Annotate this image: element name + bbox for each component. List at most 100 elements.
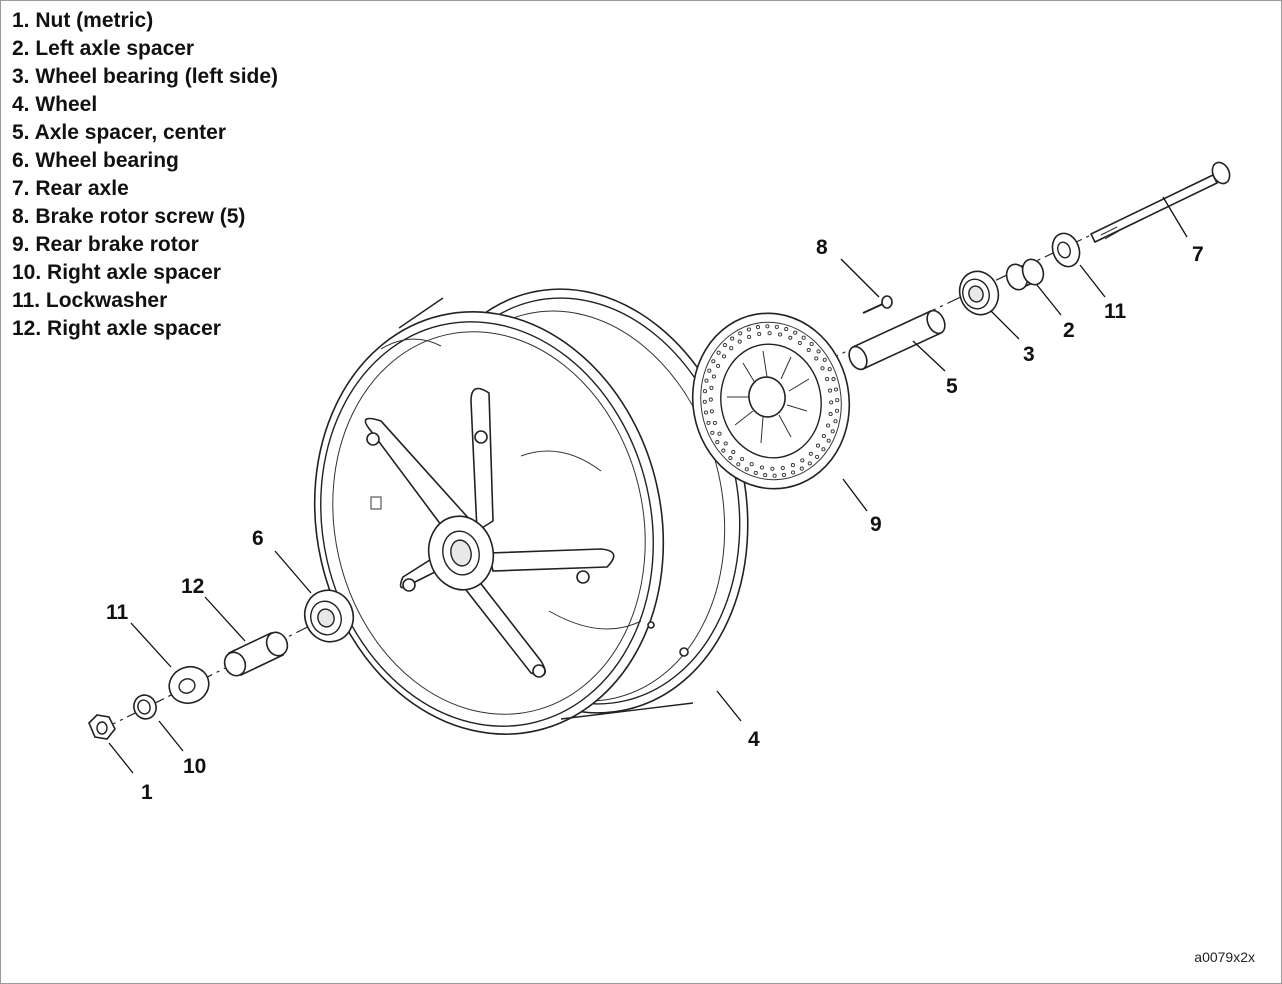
rotor-hole [790,463,795,468]
rotor-hole [711,374,716,379]
rotor-hole [763,473,768,478]
rotor-hole [833,419,838,424]
rotor-hole [833,387,839,392]
rotor-hole [729,346,734,351]
legend-item-lockwasher: 11. Lockwasher [12,289,168,312]
lockwasher-left [168,665,210,705]
rotor-hole [747,334,752,339]
legend-item-axle-spacer-center: 5. Axle spacer, center [12,121,227,144]
rotor-hole [765,324,770,329]
rotor-hole [800,458,805,463]
rotor-hole [815,454,820,459]
rotor-hole [788,335,793,340]
leader-lines [108,196,1188,774]
rotor-hole [781,472,787,477]
axle-spacer-center [848,309,946,371]
rotor-hole [731,449,736,455]
rotor-hole [728,455,733,461]
rotor-hole [835,398,840,403]
rotor-hole [827,367,832,372]
legend-item-right-axle-spacer-2: 12. Right axle spacer [12,317,221,340]
callout-7: 7 [1192,243,1204,266]
rotor-hole [815,443,821,448]
rotor-hole [808,451,813,456]
legend-item-rear-axle: 7. Rear axle [12,177,129,200]
rotor-hole [722,343,727,348]
rotor-hole [704,378,709,383]
legend-item-wheel-bearing: 6. Wheel bearing [12,149,179,172]
legend-item-right-axle-spacer: 10. Right axle spacer [12,261,221,284]
rotor-hole [716,363,721,368]
rotor-hole [749,462,754,467]
legend-item-rear-brake-rotor: 9. Rear brake rotor [12,233,199,256]
legend-item-wheel: 4. Wheel [12,93,98,116]
rotor-hole [822,357,827,362]
wheel-bearing-left [958,270,1000,316]
rotor-hole [793,330,798,335]
rotor-hole [702,399,707,404]
rear-axle [1089,161,1231,244]
rear-brake-rotor [691,312,851,490]
rotor-hole [759,465,764,470]
rotor-hole [721,448,726,453]
rotor-hole [831,377,836,382]
rotor-hole [738,331,743,336]
callout-9: 9 [870,513,882,536]
rotor-hole [814,356,819,361]
legend-item-brake-rotor-screw: 8. Brake rotor screw (5) [12,205,246,228]
callout-5: 5 [946,375,958,398]
rotor-hole [709,409,714,414]
callout-12: 12 [181,575,204,598]
rotor-hole [710,430,715,435]
rotor-hole [708,397,713,402]
wheel-bearing [303,589,355,643]
left-axle-spacer [1005,258,1045,291]
rotor-hole [809,341,814,347]
rotor-hole [723,441,728,446]
rotor-hole [712,420,717,425]
rotor-hole [721,354,727,359]
rotor-hole [825,377,830,382]
legend-item-nut: 1. Nut (metric) [12,9,154,32]
rotor-hole [736,462,741,467]
rotor-hole [753,470,758,475]
rotor-hole [806,347,811,353]
callout-11-left: 11 [106,601,129,624]
rotor-hole [821,447,826,452]
callout-6: 6 [252,527,264,550]
brake-rotor-screw [862,295,893,314]
rotor-hole [707,368,712,373]
rotor-hole [706,420,711,425]
right-axle-spacer-12 [223,631,289,677]
nut [88,714,116,740]
rotor-hole [784,327,789,332]
rotor-hole [702,389,708,394]
callout-2: 2 [1063,319,1075,342]
rotor-hole [797,340,802,346]
rotor-hole [774,324,779,329]
rotor-hole [730,336,735,341]
rotor-hole [717,431,722,436]
rotor-hole [770,466,775,471]
legend-item-left-axle-spacer: 2. Left axle spacer [12,37,195,60]
rotor-hole [828,388,833,393]
callout-1: 1 [141,781,153,804]
callout-labels: 8 7 11 2 3 5 9 6 12 11 4 10 1 [106,236,1204,804]
rotor-hole [737,339,742,344]
rotor-hole [778,332,783,337]
right-axle-spacer-10 [133,694,157,720]
rotor-hole [801,335,806,340]
rotor-hole [828,412,833,417]
parts-legend: 1. Nut (metric) 2. Left axle spacer 3. W… [12,7,278,343]
rotor-hole [716,350,721,355]
rotor-hole [791,470,796,475]
callout-11-right: 11 [1104,300,1127,323]
rotor-hole [830,429,835,434]
rotor-hole [772,473,777,478]
rotor-hole [807,461,812,466]
callout-3: 3 [1023,343,1035,366]
rotor-hole [715,440,720,445]
rotor-hole [821,434,826,439]
